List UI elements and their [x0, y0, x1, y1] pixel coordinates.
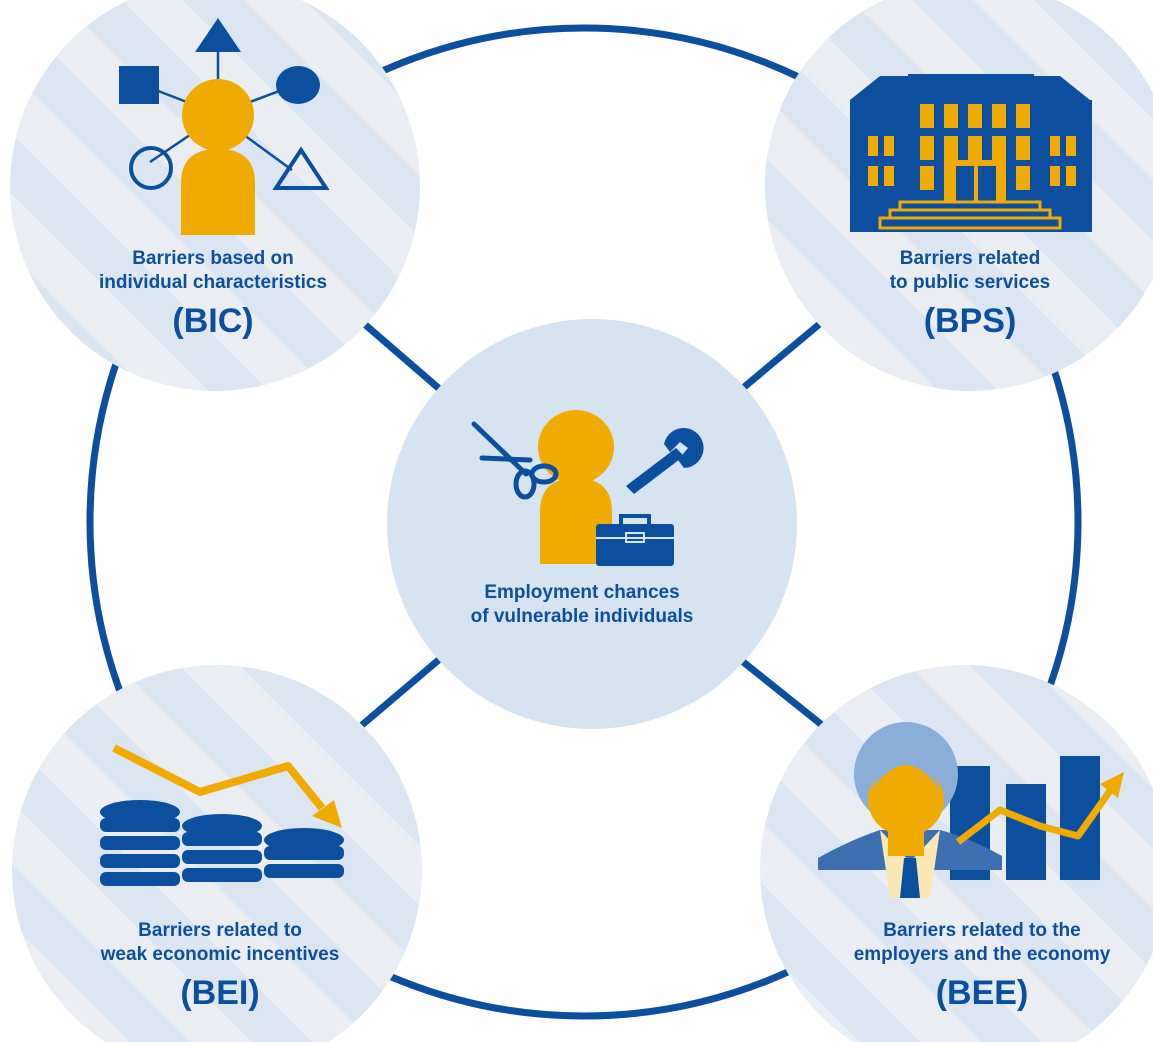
- label-bee-line1: Barriers related to the: [883, 920, 1081, 941]
- label-bei-line1: Barriers related to: [138, 920, 302, 941]
- label-bee-line2: employers and the economy: [853, 944, 1111, 965]
- label-bei-line2: weak economic incentives: [100, 944, 340, 965]
- label-bps: Barriers related to public services (BPS…: [790, 247, 1150, 343]
- public-building-icon: [850, 74, 1092, 232]
- spoke-bee: [733, 653, 826, 729]
- spoke-bei: [358, 648, 452, 729]
- label-bic-line2: individual characteristics: [98, 272, 328, 293]
- label-bic-line1: Barriers based on: [132, 248, 294, 269]
- spoke-bps: [733, 318, 826, 397]
- spoke-bic: [358, 318, 454, 402]
- label-bps-line2: to public services: [889, 272, 1051, 293]
- label-bei: Barriers related to weak economic incent…: [40, 919, 400, 1015]
- label-center: Employment chances of vulnerable individ…: [412, 581, 752, 629]
- label-center-line1: Employment chances: [484, 582, 680, 603]
- worker-with-tools-icon: [471, 410, 704, 566]
- label-bic-abbr: (BIC): [172, 302, 254, 340]
- label-bee-abbr: (BEE): [935, 974, 1029, 1012]
- label-bee: Barriers related to the employers and th…: [802, 919, 1153, 1015]
- outer-ring: [86, 24, 1082, 1020]
- label-bei-abbr: (BEI): [180, 974, 260, 1012]
- label-bps-line1: Barriers related: [899, 248, 1041, 269]
- coins-declining-arrow-icon: [100, 744, 344, 886]
- spokes: [358, 318, 826, 729]
- label-bps-abbr: (BPS): [923, 302, 1017, 340]
- label-center-line2: of vulnerable individuals: [470, 606, 694, 627]
- businessman-growth-chart-icon: [818, 722, 1124, 898]
- label-bic: Barriers based on individual characteris…: [33, 247, 393, 343]
- person-with-shapes-icon: [119, 18, 330, 235]
